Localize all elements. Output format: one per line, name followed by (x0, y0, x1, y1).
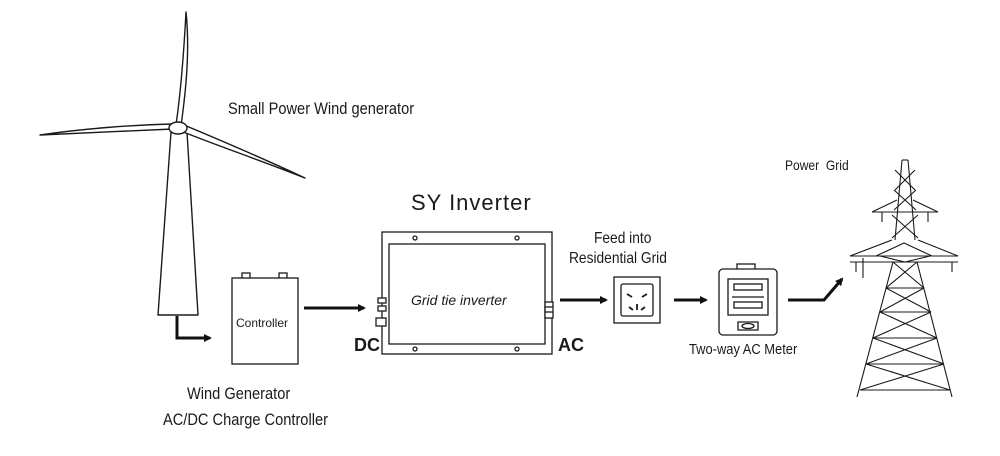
charge-controller-caption-line1: Wind Generator (187, 384, 291, 403)
arrow-meter-to-grid (788, 277, 844, 302)
wind-generator-label: Small Power Wind generator (228, 99, 415, 118)
inverter-inner-label: Grid tie inverter (411, 292, 507, 308)
controller-label: Controller (236, 316, 289, 330)
feed-label-line2: Residential Grid (569, 250, 667, 267)
grid-tie-inverter-icon (375, 231, 554, 355)
dc-label: DC (354, 335, 380, 355)
charge-controller-icon (231, 272, 299, 365)
wind-turbine-icon (39, 11, 306, 316)
transmission-tower-icon (849, 159, 959, 398)
ac-meter-icon (718, 263, 778, 336)
wall-socket-icon (613, 276, 661, 324)
arrow-turbine-to-controller (175, 316, 212, 342)
inverter-title: SY Inverter (411, 190, 532, 215)
feed-label-line1: Feed into (594, 230, 652, 247)
power-grid-label: Power Grid (785, 157, 849, 173)
charge-controller-caption-line2: AC/DC Charge Controller (163, 410, 328, 429)
meter-label: Two-way AC Meter (689, 341, 798, 358)
ac-label: AC (558, 335, 584, 355)
